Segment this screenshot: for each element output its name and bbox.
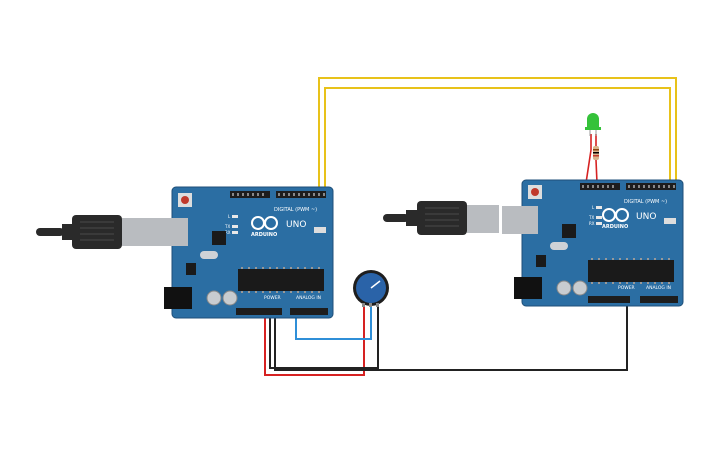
- usb-connector-right: [467, 205, 499, 233]
- digital-header-right[interactable]: [626, 183, 676, 190]
- bottom-wires[interactable]: [264, 305, 628, 376]
- brand-label-right: ARDUINO: [602, 224, 628, 230]
- atmega-chip-left: [238, 269, 324, 291]
- tx-label-right: TX: [588, 215, 594, 220]
- led[interactable]: [585, 113, 601, 136]
- digital-header-left[interactable]: [276, 191, 326, 198]
- usb-chip-left: [212, 231, 226, 245]
- power-header-right[interactable]: [588, 296, 630, 303]
- brand-label-left: ARDUINO: [251, 232, 277, 238]
- analog-label-right: ANALOG IN: [646, 285, 671, 291]
- rx-label-right: RX: [589, 221, 595, 226]
- dc-jack-left: [164, 287, 192, 309]
- usb-socket-left: [152, 218, 188, 246]
- analog-label-left: ANALOG IN: [296, 295, 321, 301]
- usb-cable-left[interactable]: [36, 215, 152, 249]
- usb-connector-left: [122, 218, 152, 246]
- black-wire-gnd-pot[interactable]: [269, 305, 379, 369]
- rx-label-left: RX: [225, 230, 231, 235]
- yellow-wire-inner[interactable]: [324, 87, 671, 192]
- arduino-uno-right[interactable]: DIGITAL (PWM ~) L TX RX ARDUINO UNO POWE…: [502, 179, 684, 307]
- arduino-logo-right-icon: [602, 208, 629, 222]
- red-wire-led[interactable]: [585, 134, 592, 184]
- usb-chip-right: [562, 224, 576, 238]
- dc-jack-right: [514, 277, 542, 299]
- l-label-right: L: [592, 205, 595, 210]
- power-label-left: POWER: [264, 295, 281, 301]
- usb-plug-left-icon: [72, 215, 122, 249]
- blue-wire-a0[interactable]: [295, 305, 372, 340]
- analog-header-left[interactable]: [290, 308, 328, 315]
- potentiometer[interactable]: [353, 270, 389, 307]
- digital-label-left: DIGITAL (PWM ~): [274, 207, 317, 213]
- power-header-left[interactable]: [236, 308, 282, 315]
- led-icon: [587, 113, 599, 128]
- reset-button-left[interactable]: [181, 196, 189, 204]
- arduino-logo-left-icon: [251, 216, 278, 230]
- reset-button-right[interactable]: [531, 188, 539, 196]
- tx-label-left: TX: [224, 224, 230, 229]
- atmega-chip-right: [588, 260, 674, 282]
- resistor[interactable]: [593, 146, 599, 160]
- analog-header-right[interactable]: [640, 296, 678, 303]
- digital-label-right: DIGITAL (PWM ~): [624, 199, 667, 205]
- black-wire-gnd-link[interactable]: [274, 306, 628, 371]
- usb-cable-right[interactable]: [383, 201, 499, 235]
- yellow-wire-outer[interactable]: [318, 77, 677, 192]
- power-label-right: POWER: [618, 285, 635, 291]
- usb-plug-right-icon: [417, 201, 467, 235]
- yellow-wires[interactable]: [318, 77, 677, 192]
- usb-socket-right: [502, 206, 538, 234]
- arduino-uno-left[interactable]: DIGITAL (PWM ~) L TX RX ARDUINO UNO: [152, 186, 334, 319]
- model-label-right: UNO: [636, 212, 656, 222]
- l-label-left: L: [228, 214, 231, 219]
- model-label-left: UNO: [286, 220, 306, 230]
